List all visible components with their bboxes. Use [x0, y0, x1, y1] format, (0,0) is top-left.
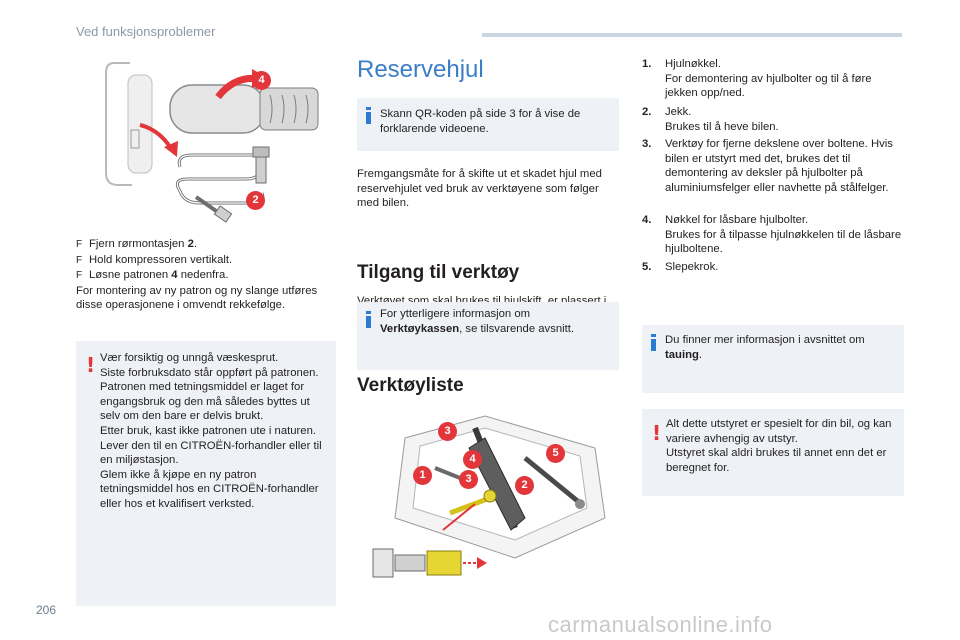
warning-text: Utstyret skal aldri brukes til annet enn…: [666, 447, 887, 474]
tool-list: 1. Hjulnøkkel.For demontering av hjulbol…: [642, 58, 902, 273]
info-icon: [651, 334, 656, 351]
callout-4: 4: [252, 71, 271, 90]
warning-text: Siste forbruksdato står oppført på patro…: [100, 366, 319, 379]
watermark: carmanualsonline.info: [548, 612, 773, 637]
warning-icon: !: [652, 421, 662, 445]
page-number: 206: [36, 603, 57, 617]
warning-text: Vær forsiktig og unngå væskesprut.: [100, 352, 279, 364]
reassembly-paragraph: For montering av ny patron og ny slange …: [76, 284, 318, 312]
callout-3b: 3: [459, 470, 478, 489]
callout-1: 1: [413, 466, 432, 485]
callout-2: 2: [515, 476, 534, 495]
info-box-more: For ytterligere informasjon om Verktøyka…: [357, 302, 619, 370]
callout-4: 4: [463, 450, 482, 469]
heading-tool-access: Tilgang til verktøy: [357, 262, 520, 283]
callout-3: 3: [438, 422, 457, 441]
callout-2: 2: [246, 191, 265, 210]
toolbox-figure: 3 4 1 3 5 2: [365, 408, 615, 583]
header-rule: [482, 33, 902, 37]
section-header: Ved funksjonsproblemer: [76, 24, 216, 39]
info-icon: [366, 311, 371, 328]
section-title: Reservehjul: [357, 56, 484, 83]
info-box-towing: Du finner mer informasjon i avsnittet om…: [642, 325, 904, 393]
heading-tool-list: Verktøyliste: [357, 375, 464, 396]
warning-text: Etter bruk, kast ikke patronen ute i nat…: [100, 424, 322, 467]
warning-text: Alt dette utstyret er spesielt for din b…: [666, 418, 892, 445]
callout-5: 5: [546, 444, 565, 463]
info-icon: [366, 107, 371, 124]
warning-icon: !: [86, 353, 96, 377]
intro-paragraph: Fremgangsmåte for å skifte ut et skadet …: [357, 168, 602, 210]
compressor-figure: 4 2: [100, 55, 330, 235]
warning-box-right: ! Alt dette utstyret er spesielt for din…: [642, 409, 904, 496]
warning-text: Patronen med tetningsmiddel er laget for…: [100, 381, 310, 423]
warning-text: Glem ikke å kjøpe en ny patron tetningsm…: [100, 468, 319, 510]
warning-box-left: ! Vær forsiktig og unngå væskesprut. Sis…: [76, 341, 336, 606]
info-box-qr: Skann QR-koden på side 3 for å vise de f…: [357, 98, 619, 151]
